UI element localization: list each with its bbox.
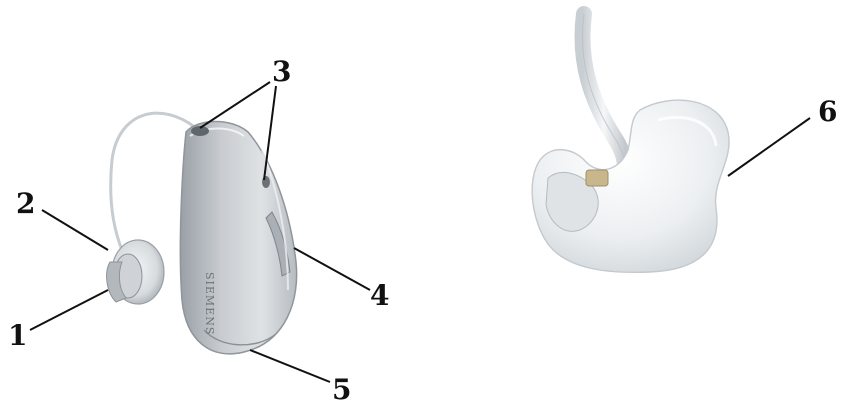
leader-line-4 [294,248,370,290]
callout-5: 5 [332,376,351,404]
leader-line-3a [200,82,270,128]
callout-2: 2 [16,190,35,218]
callout-3: 3 [272,58,291,86]
leader-line-1 [30,290,108,330]
dome-ear-tip [107,240,164,304]
brand-logo-text: SIEMENS [203,272,216,335]
callout-1: 1 [8,322,27,350]
custom-earmold [532,14,729,272]
leader-line-6 [728,118,810,176]
callout-6: 6 [818,98,837,126]
leader-line-2 [42,210,108,250]
leader-line-5 [250,350,330,382]
callout-4: 4 [370,282,389,310]
hearing-aid-housing [180,122,296,354]
